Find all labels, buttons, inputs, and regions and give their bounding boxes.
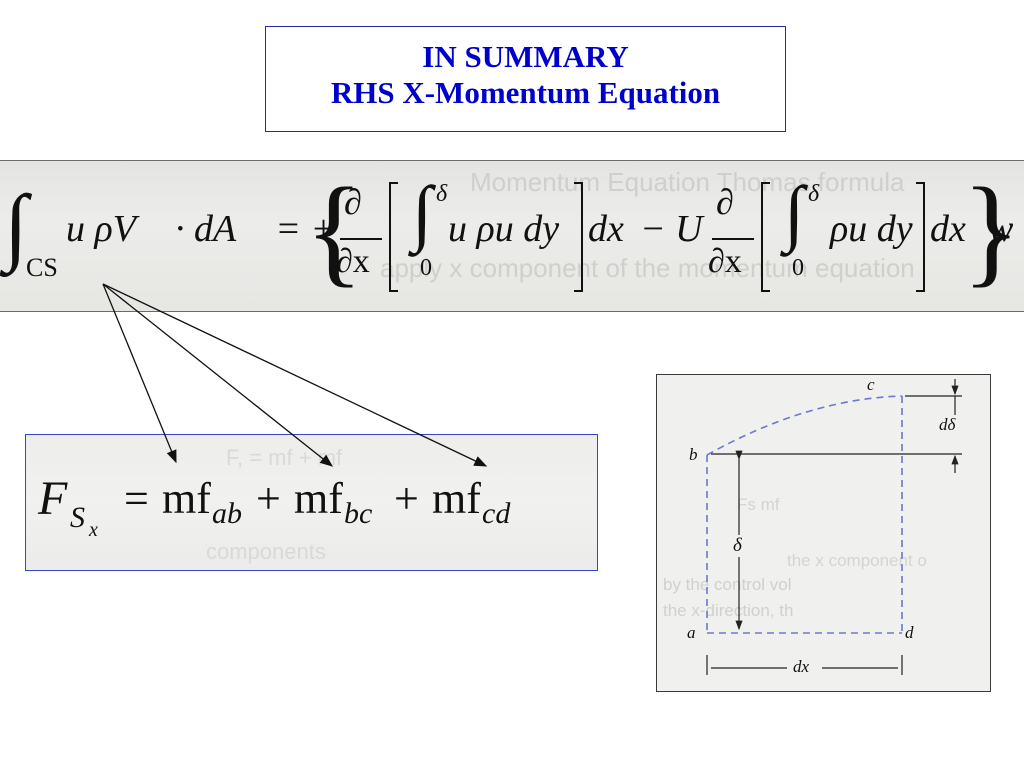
equals-sign: = <box>124 474 149 523</box>
point-d-label: d <box>905 623 914 642</box>
integral-sign: ∫ <box>4 177 28 273</box>
force-equation-box: F, = mf + mf components F S x = mf ab + … <box>25 434 598 571</box>
integrand-1: u ρu dy <box>448 208 560 250</box>
faded-background-text: Fs mf <box>737 495 780 514</box>
faded-background-text: components <box>206 539 326 564</box>
title-box: IN SUMMARY RHS X-Momentum Equation <box>265 26 786 132</box>
control-volume-diagram: by the control vol the x-direction, th F… <box>656 374 991 692</box>
partial-symbol: ∂ <box>344 182 362 222</box>
force-subscript: S <box>70 501 85 534</box>
faded-background-text: the x component o <box>787 551 927 570</box>
delta-label: δ <box>733 535 742 557</box>
left-bracket-1 <box>389 182 398 292</box>
right-bracket-2 <box>916 182 925 292</box>
faded-background-text: by the control vol <box>663 575 792 594</box>
upper-limit: δ <box>808 181 820 207</box>
partial-dx: ∂x <box>336 243 370 280</box>
plus-sign: + <box>394 474 419 523</box>
point-b-label: b <box>689 445 698 464</box>
inner-integral-sign: ∫ <box>412 172 433 254</box>
point-c-label: c <box>867 375 875 394</box>
plus-sign: + <box>256 474 281 523</box>
force-symbol: F <box>38 472 68 525</box>
inner-integral-sign: ∫ <box>784 172 805 254</box>
title-line-2: RHS X-Momentum Equation <box>330 75 721 110</box>
term-ab-subscript: ab <box>212 497 242 530</box>
point-a-label: a <box>687 623 696 642</box>
open-brace: { <box>305 163 364 298</box>
minus-U: − U <box>640 208 703 250</box>
integrand-2: ρu dy <box>830 208 913 250</box>
lhs-expression: u ρV⃗ · dA⃗ = + <box>66 208 337 250</box>
dx-1: dx <box>588 208 624 250</box>
term-mf-bc: mf <box>294 474 343 523</box>
term-bc-subscript: bc <box>344 497 373 530</box>
partial-symbol: ∂ <box>716 182 734 222</box>
edge-bc-curve <box>706 395 903 456</box>
left-bracket-2 <box>761 182 770 292</box>
faded-background-text: Momentum Equation Thomas formula <box>470 167 905 197</box>
term-cd-subscript: cd <box>482 497 511 530</box>
term-mf-cd: mf <box>432 474 481 523</box>
bracket-lines <box>340 182 925 292</box>
w-factor: w <box>988 208 1014 250</box>
partial-dx: ∂x <box>708 243 742 280</box>
faded-background-text: the x-direction, th <box>663 601 794 620</box>
ddelta-label: dδ <box>939 415 956 434</box>
close-brace: } <box>962 163 1021 298</box>
force-subsubscript: x <box>89 519 98 541</box>
lower-limit: 0 <box>792 255 804 281</box>
faded-background-text: apply x component of the momentum equati… <box>380 253 915 283</box>
upper-limit: δ <box>436 181 448 207</box>
right-bracket-1 <box>574 182 583 292</box>
dx-label: dx <box>793 657 810 676</box>
integral-subscript: CS <box>26 253 58 282</box>
dx-2: dx <box>930 208 966 250</box>
momentum-equation-image: Momentum Equation Thomas formula apply x… <box>0 160 1024 312</box>
lower-limit: 0 <box>420 255 432 281</box>
title-line-1: IN SUMMARY <box>422 39 629 74</box>
diagram-drawing <box>706 379 962 675</box>
faded-background-text: F, = mf + mf <box>226 445 343 470</box>
term-mf-ab: mf <box>162 474 211 523</box>
